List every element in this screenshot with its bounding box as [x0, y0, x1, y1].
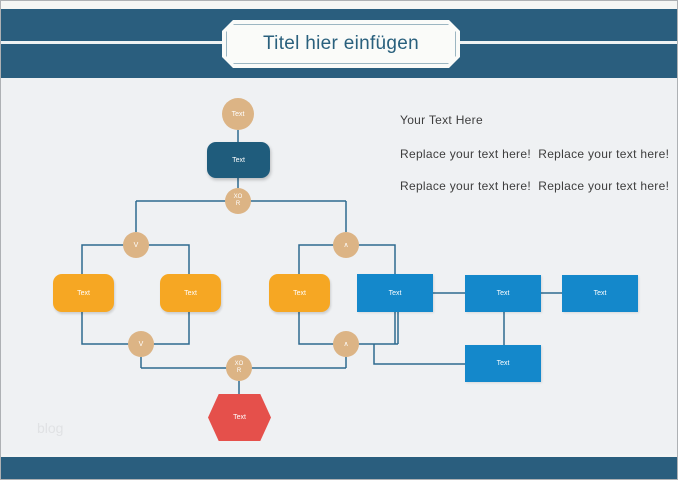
node-label: Text: [496, 360, 510, 367]
or-gate-top[interactable]: V: [123, 232, 149, 258]
blog-watermark: blog: [37, 420, 64, 436]
gate-label: XOR: [234, 360, 244, 374]
footer-band: [1, 457, 677, 479]
node-label: Text: [388, 289, 402, 297]
title-plaque-border: Titel hier einfügen: [226, 24, 456, 64]
node-label: Text: [231, 110, 245, 118]
xor-gate-bottom[interactable]: XOR: [226, 355, 252, 381]
node-label: Text: [496, 290, 510, 297]
node-label: Text: [593, 290, 607, 297]
gate-label: ∧: [343, 341, 349, 348]
page-title: Titel hier einfügen: [262, 33, 420, 54]
diagram-canvas: [1, 78, 677, 454]
blue-task-node-4[interactable]: Text: [465, 345, 541, 382]
orange-task-node-1[interactable]: Text: [53, 274, 114, 312]
node-label: Text: [184, 289, 197, 297]
annotation-line-2[interactable]: Replace your text here! Replace your tex…: [400, 179, 670, 193]
process-node[interactable]: Text: [207, 142, 270, 178]
end-hexagon-node[interactable]: Text: [208, 394, 271, 441]
annotation-heading[interactable]: Your Text Here: [400, 113, 483, 127]
node-label: Text: [77, 289, 90, 297]
orange-task-node-3[interactable]: Text: [269, 274, 330, 312]
blue-task-node-3[interactable]: Text: [562, 275, 638, 312]
title-plaque[interactable]: Titel hier einfügen: [222, 20, 460, 68]
and-gate-bottom[interactable]: ∧: [333, 331, 359, 357]
blue-task-node-2[interactable]: Text: [465, 275, 541, 312]
gate-label: XOR: [233, 193, 243, 207]
or-gate-bottom[interactable]: V: [128, 331, 154, 357]
start-node[interactable]: Text: [222, 98, 254, 130]
window-top-strip: [1, 1, 677, 9]
node-label: Text: [293, 289, 306, 297]
blue-task-node-1[interactable]: Text: [357, 274, 433, 312]
gate-label: V: [133, 241, 139, 249]
orange-task-node-2[interactable]: Text: [160, 274, 221, 312]
xor-gate-top[interactable]: XOR: [225, 188, 251, 214]
gate-label: ∧: [343, 242, 349, 249]
footer-divider-line: [1, 454, 677, 457]
and-gate-top[interactable]: ∧: [333, 232, 359, 258]
node-label: Text: [232, 156, 245, 164]
gate-label: V: [138, 340, 144, 348]
annotation-line-1[interactable]: Replace your text here! Replace your tex…: [400, 147, 670, 161]
node-label: Text: [233, 414, 246, 421]
